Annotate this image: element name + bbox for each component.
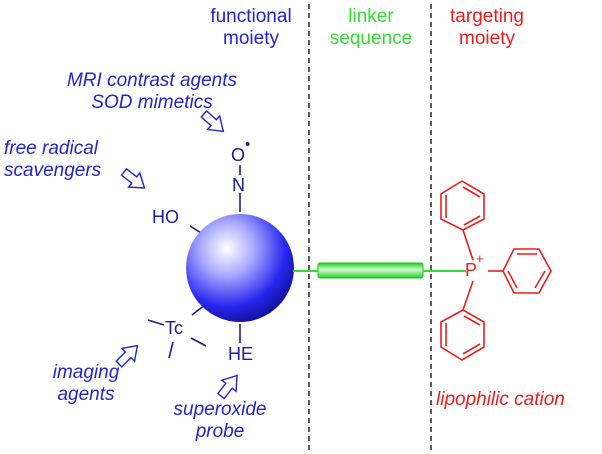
- ring-bottom-double-2: [462, 343, 481, 355]
- phenyl-ring-right: [502, 248, 552, 294]
- arrow-superoxide: [216, 374, 238, 400]
- phenyl-ring-bottom: [440, 309, 485, 361]
- tc-ligand-bottom: [168, 341, 174, 359]
- arrow-radical: [120, 167, 146, 189]
- header-linker-sequence: linker sequence: [329, 6, 413, 49]
- group-hydroxyl: HO: [152, 207, 179, 227]
- bond-p-bottom: [462, 280, 474, 311]
- header-targeting-moiety: targeting moiety: [450, 6, 524, 49]
- bond-p-top: [462, 229, 474, 261]
- phenyl-ring-top: [440, 180, 485, 231]
- tc-ligand-right: [190, 337, 207, 347]
- ring-top-double-2: [462, 186, 481, 198]
- triphenylphosphonium: [440, 180, 552, 361]
- label-lipophilic-cation: lipophilic cation: [436, 389, 565, 410]
- tc-ligand-left: [147, 319, 165, 326]
- label-superoxide-probe: superoxide probe: [173, 399, 267, 442]
- arrow-mri: [200, 110, 225, 133]
- ring-top-double-3: [463, 215, 481, 226]
- ring-right-double-3: [507, 270, 518, 289]
- radical-dot: •: [245, 136, 251, 153]
- label-imaging-agents: imaging agents: [52, 362, 120, 405]
- linker-bar: [317, 262, 424, 279]
- atom-phosphorus: P: [465, 260, 478, 280]
- label-free-radical: free radical scavengers: [4, 138, 102, 181]
- ring-right-double-2: [534, 270, 546, 289]
- atom-nitrogen: N: [232, 175, 245, 195]
- arrow-imaging: [115, 344, 139, 368]
- atom-oxygen: O: [231, 145, 246, 165]
- group-he: HE: [228, 344, 254, 364]
- atom-technetium: Tc: [165, 318, 183, 338]
- phosphonium-charge: +: [476, 251, 484, 266]
- label-mri-sod: MRI contrast agents SOD mimetics: [66, 70, 238, 113]
- functional-sphere: [186, 214, 294, 322]
- ring-bottom-double-3: [463, 315, 481, 326]
- header-functional-moiety: functional moiety: [210, 6, 292, 49]
